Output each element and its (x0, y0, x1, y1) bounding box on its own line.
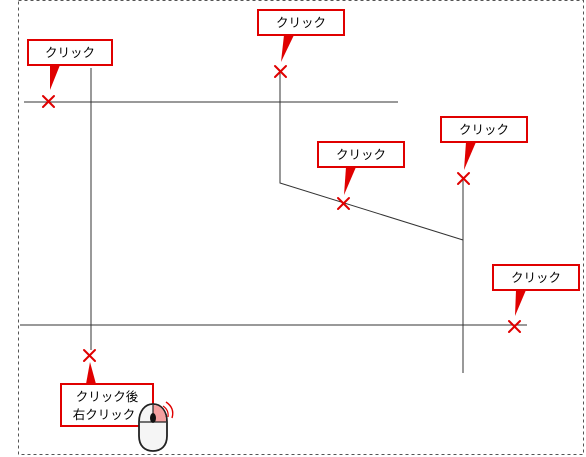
mouse-right-button (153, 405, 166, 422)
callout-pointer (86, 362, 96, 384)
callout-box (257, 9, 345, 36)
callout-click-1: クリック (27, 39, 113, 90)
callout-label: クリック (336, 147, 386, 162)
callout-click-2: クリック (257, 9, 345, 62)
callout-box (60, 383, 154, 427)
callout-label: クリック (45, 45, 95, 60)
x-marker-icon (508, 320, 521, 333)
click-wave-inner (162, 405, 169, 418)
mouse-wheel (150, 413, 156, 423)
callout-click-3: クリック (317, 141, 405, 195)
x-marker-icon (457, 172, 470, 185)
callout-box (440, 116, 528, 143)
mouse-right-click-icon (138, 401, 174, 452)
callout-pointer (50, 65, 60, 90)
click-wave-outer (165, 401, 174, 419)
callout-label-line1: クリック後 (76, 389, 139, 404)
callout-box (27, 39, 113, 66)
x-marker-icon (42, 95, 55, 108)
x-markers (42, 65, 521, 362)
x-marker-icon (337, 197, 350, 210)
polyline-middle (279, 72, 464, 241)
callout-label: クリック (276, 15, 326, 30)
drawn-lines (20, 68, 527, 373)
callout-click-then-right-click: クリック後 右クリック (60, 362, 154, 427)
canvas-frame (18, 0, 584, 455)
x-marker-icon (83, 349, 96, 362)
callout-click-5: クリック (492, 264, 580, 316)
callout-pointer (464, 142, 476, 170)
callout-pointer (515, 290, 526, 316)
callout-label-line2: 右クリック (73, 407, 136, 422)
callout-click-4: クリック (440, 116, 528, 170)
callout-label: クリック (511, 270, 561, 285)
callout-box (492, 264, 580, 291)
callout-pointer (281, 35, 294, 62)
callout-label: クリック (459, 122, 509, 137)
x-marker-icon (274, 65, 287, 78)
callout-box (317, 141, 405, 168)
callout-pointer (344, 167, 356, 195)
